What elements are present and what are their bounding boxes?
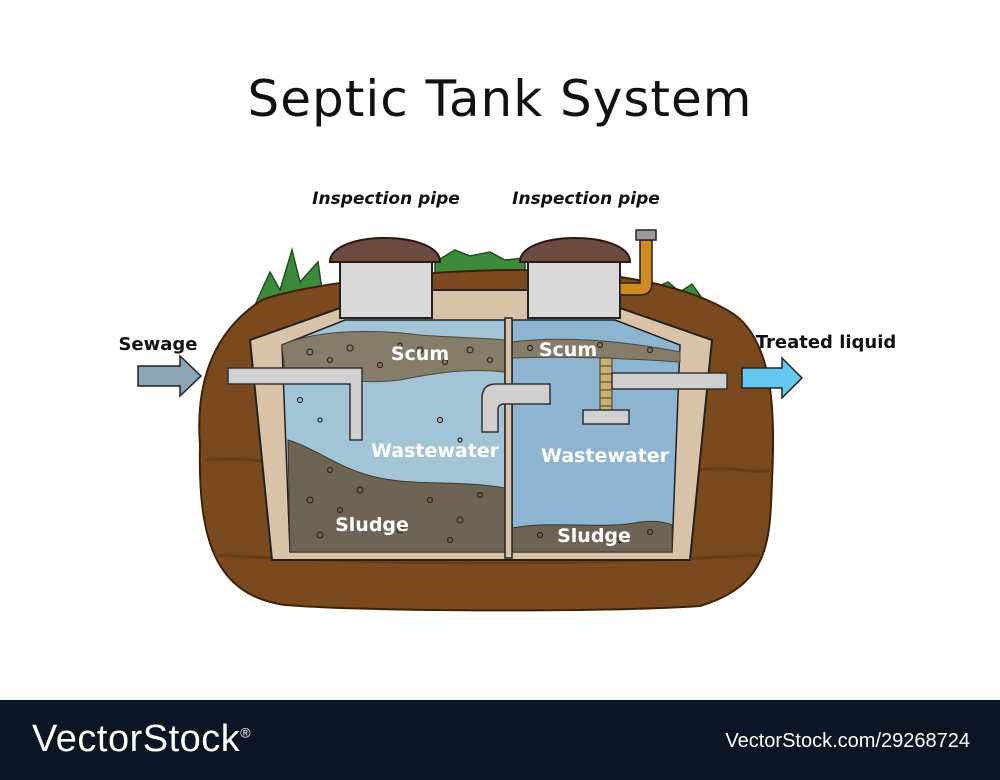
- bubbles: [296, 341, 654, 544]
- sewage-label: Sewage: [118, 334, 197, 355]
- sludge-label-right: Sludge: [557, 525, 631, 547]
- inspection-cap-right: [518, 237, 632, 263]
- registered-mark: ®: [240, 724, 252, 741]
- scum-label-right: Scum: [539, 339, 597, 361]
- scum-label-left: Scum: [391, 343, 449, 365]
- riser-left: [339, 261, 433, 319]
- inspection-pipe-label-left: Inspection pipe: [312, 189, 460, 209]
- baffle-wall: [504, 317, 513, 559]
- transfer-pipe: [481, 383, 551, 433]
- sludge-right: [511, 520, 673, 553]
- filter-ribs: [600, 365, 612, 407]
- vent-pipe: [619, 239, 653, 296]
- wastewater-label-right: Wastewater: [541, 445, 670, 467]
- vent-cap: [635, 229, 657, 241]
- inspection-cap-left: [328, 237, 442, 263]
- treated-liquid-arrow: [741, 356, 804, 400]
- outlet-pipe: [611, 372, 728, 390]
- sludge-left: [287, 439, 506, 553]
- septic-tank-diagram: Inspection pipe Inspection pipe Sewage T…: [118, 189, 897, 612]
- brand-logo[interactable]: VectorStock®: [32, 718, 251, 761]
- scum-right: [511, 338, 681, 363]
- brand-name: VectorStock: [32, 718, 241, 760]
- treated-liquid-label: Treated liquid: [756, 332, 897, 353]
- page-title: Septic Tank System: [247, 70, 753, 128]
- sewage-arrow: [137, 354, 203, 398]
- sludge-label-left: Sludge: [335, 514, 409, 536]
- outlet-base: [582, 409, 630, 425]
- riser-right: [527, 261, 621, 319]
- wastewater-label-left: Wastewater: [371, 440, 500, 462]
- inspection-pipe-label-right: Inspection pipe: [512, 189, 660, 209]
- footer-bar: VectorStock® VectorStock.com/29268724: [0, 700, 1000, 780]
- image-reference: VectorStock.com/29268724: [725, 730, 970, 752]
- inlet-pipe: [227, 367, 363, 441]
